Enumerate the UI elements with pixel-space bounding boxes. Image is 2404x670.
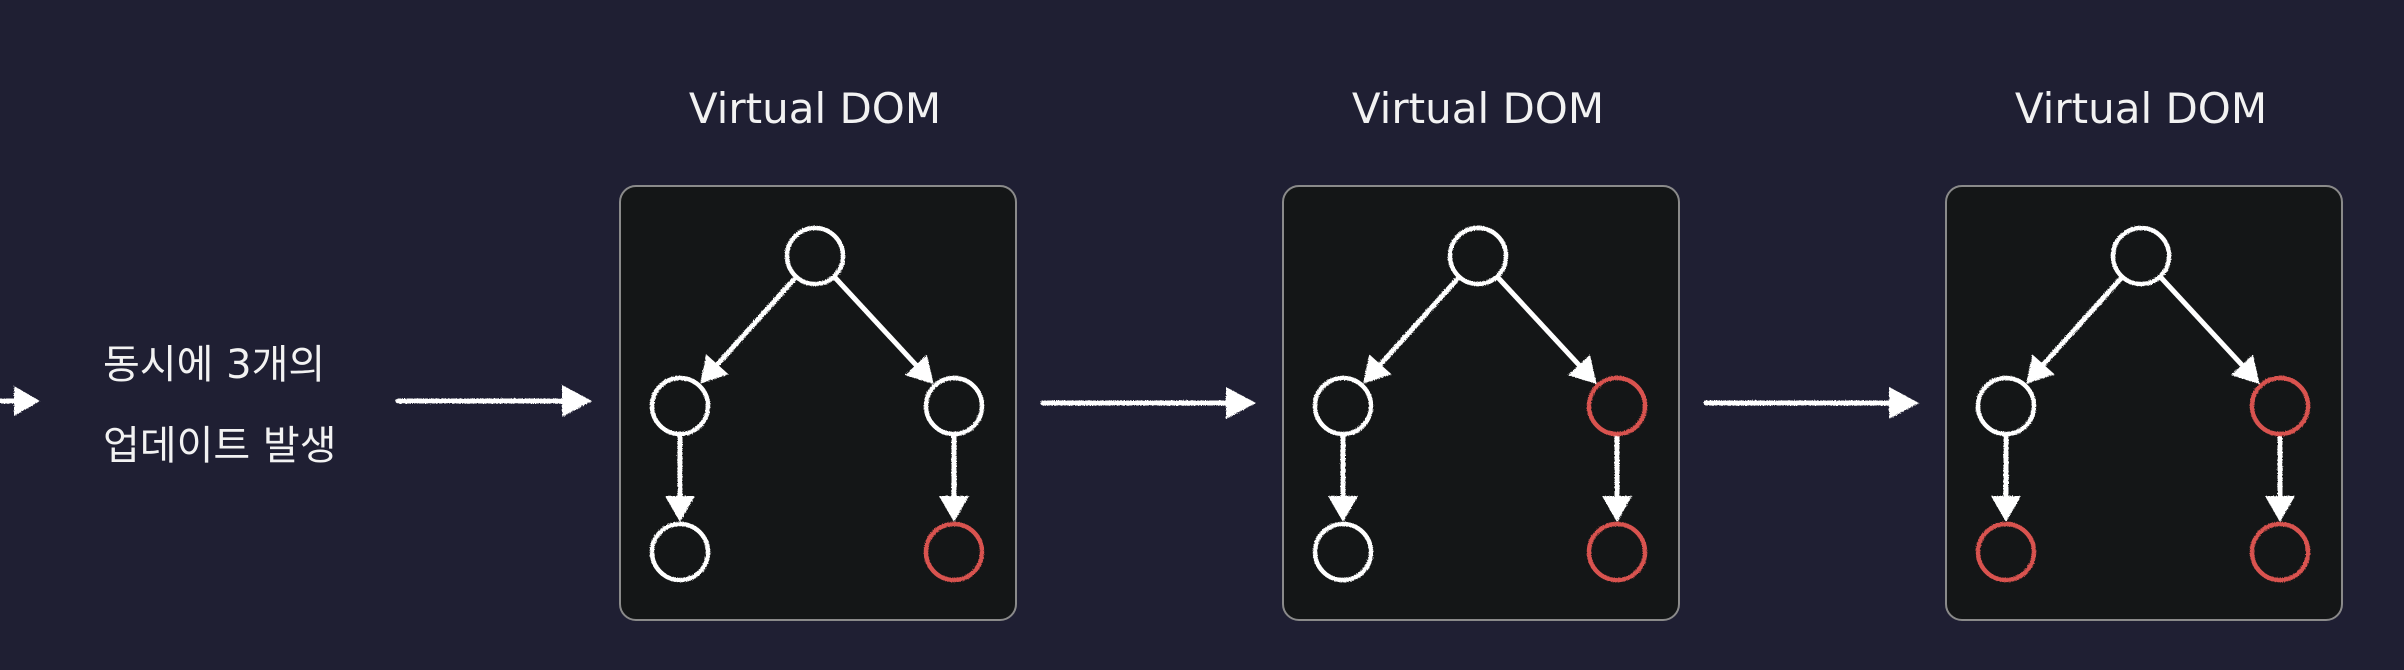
tree-node-middle-left — [1312, 375, 1374, 437]
incoming-arrow — [0, 386, 40, 416]
tree-edge-arrow — [939, 433, 969, 522]
caption-line-2: 업데이트 발생 — [103, 423, 337, 469]
panel-2-title: Virtual DOM — [1351, 84, 1605, 133]
tree-node-bottom-left — [1312, 521, 1374, 583]
panel-frame — [1282, 185, 1680, 621]
tree-node-bottom-right-updated — [1586, 521, 1648, 583]
tree-node-bottom-left-updated — [1975, 521, 2037, 583]
tree-edge-arrow — [1495, 275, 1597, 384]
tree-node-middle-left — [649, 375, 711, 437]
tree-node-root — [784, 225, 846, 287]
tree-node-bottom-left — [649, 521, 711, 583]
tree-edge-arrow — [832, 275, 934, 384]
tree-node-middle-right-updated — [2249, 375, 2311, 437]
tree-node-root — [2110, 225, 2172, 287]
tree-edge-arrow — [1363, 275, 1461, 384]
flow-arrow-1 — [395, 385, 592, 417]
panel-frame — [1945, 185, 2343, 621]
panel-1-title: Virtual DOM — [688, 84, 942, 133]
tree-edge-arrow — [2265, 433, 2295, 522]
panel-frame — [619, 185, 1017, 621]
tree-edge-arrow — [665, 433, 695, 522]
tree-node-middle-right — [923, 375, 985, 437]
caption-line-1: 동시에 3개의 — [103, 342, 326, 388]
virtual-dom-panel-1 — [619, 185, 1017, 621]
virtual-dom-panel-3 — [1945, 185, 2343, 621]
tree-node-root — [1447, 225, 1509, 287]
tree-edge-arrow — [2026, 275, 2124, 384]
flow-arrow-3 — [1703, 387, 1919, 419]
tree-node-middle-right-updated — [1586, 375, 1648, 437]
tree-edge-arrow — [1991, 433, 2021, 522]
virtual-dom-panel-2 — [1282, 185, 1680, 621]
tree-node-bottom-right-updated — [923, 521, 985, 583]
tree-node-bottom-right-updated — [2249, 521, 2311, 583]
flow-arrow-2 — [1040, 387, 1256, 419]
tree-edge-arrow — [1602, 433, 1632, 522]
panel-3-title: Virtual DOM — [2014, 84, 2268, 133]
tree-edge-arrow — [700, 275, 798, 384]
tree-node-middle-left — [1975, 375, 2037, 437]
tree-edge-arrow — [1328, 433, 1358, 522]
tree-edge-arrow — [2158, 275, 2260, 384]
